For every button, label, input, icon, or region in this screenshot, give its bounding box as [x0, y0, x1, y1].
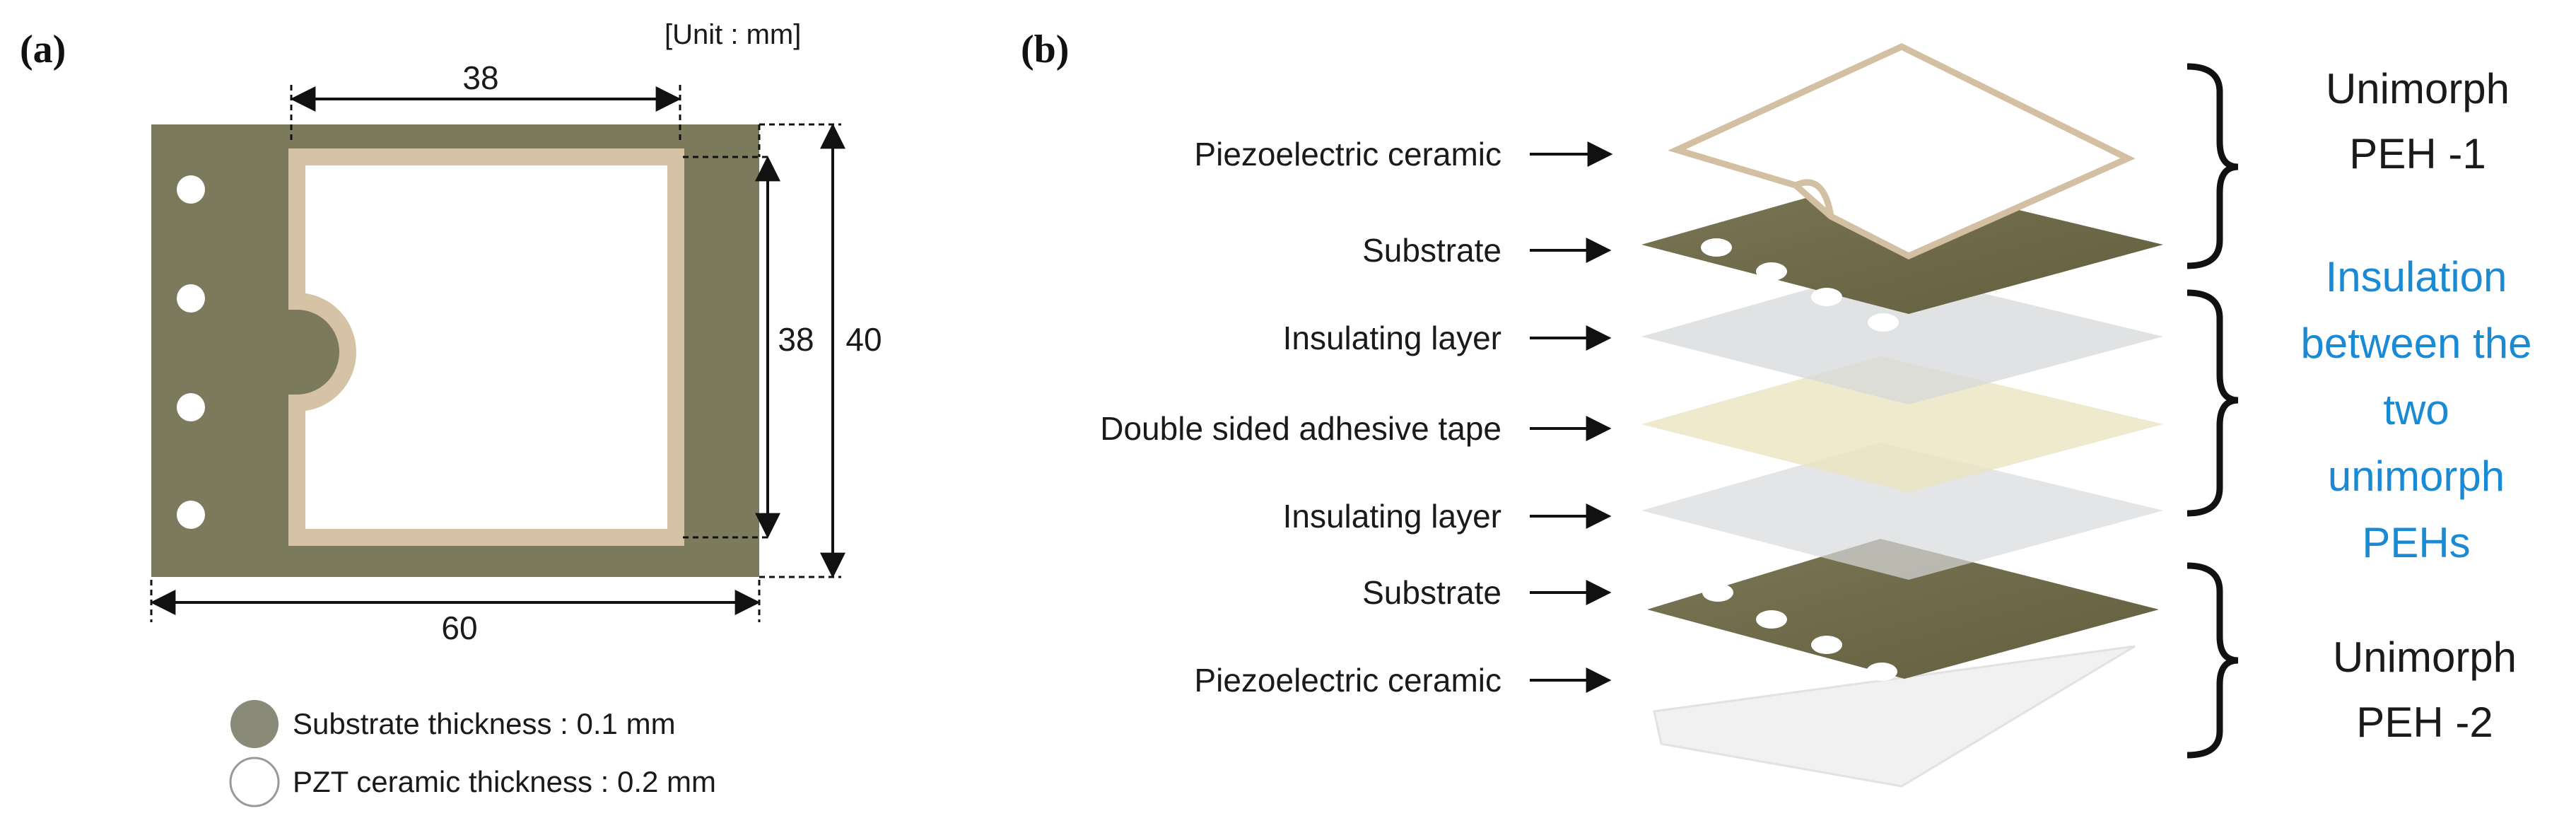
layer-insulating-1 [1641, 269, 2163, 404]
layer-label: Insulating layer [1283, 498, 1501, 535]
group-bottom-line1: Unimorph [2333, 634, 2517, 681]
substrate-hole [1756, 262, 1787, 281]
substrate-hole [1811, 288, 1842, 306]
group-top-line2: PEH -1 [2349, 130, 2486, 177]
mounting-hole [177, 284, 205, 313]
layer-label: Piezoelectric ceramic [1194, 136, 1501, 173]
layer-label: Piezoelectric ceramic [1194, 662, 1501, 699]
layer-label: Substrate [1362, 232, 1501, 269]
legend-swatch-ceramic [229, 757, 280, 807]
group-middle-line2: between the [2301, 320, 2532, 367]
layer-label: Substrate [1362, 574, 1501, 611]
panel-a-label: (a) [20, 28, 66, 71]
dim-label-outer-height: 40 [845, 321, 882, 358]
layer-insulating-2 [1641, 443, 2163, 580]
substrate-hole [1702, 583, 1733, 602]
dim-label-top: 38 [462, 59, 498, 96]
dim-label-inner-height: 38 [778, 321, 814, 358]
layer-adhesive-tape [1641, 356, 2163, 492]
mounting-hole [177, 501, 205, 529]
brace-middle [2186, 289, 2239, 517]
brace-bottom [2186, 562, 2239, 759]
legend-swatch-substrate [230, 700, 279, 748]
group-middle-line4: unimorph [2328, 453, 2505, 500]
panel-b-label: (b) [1021, 28, 1069, 71]
brace-top [2186, 63, 2239, 269]
group-top-line1: Unimorph [2326, 65, 2510, 112]
substrate-hole [1811, 636, 1842, 654]
substrate-hole [1868, 313, 1899, 332]
layer-label: Insulating layer [1283, 320, 1501, 356]
substrate-hole [1701, 238, 1732, 257]
legend-ceramic: PZT ceramic thickness : 0.2 mm [293, 765, 716, 798]
group-bottom-line2: PEH -2 [2356, 699, 2493, 746]
pzt-ceramic [288, 148, 684, 546]
group-middle-line1: Insulation [2326, 253, 2507, 301]
substrate-hole [1756, 610, 1787, 629]
layer-substrate-bottom [1647, 539, 2159, 679]
group-middle-line5: PEHs [2362, 519, 2470, 566]
layer-label: Double sided adhesive tape [1100, 410, 1501, 447]
layer-ceramic-bottom [1653, 645, 2136, 788]
unit-note: [Unit : mm] [665, 19, 801, 50]
ceramic-notch [1794, 179, 1834, 217]
substrate-hole [1866, 663, 1897, 681]
mounting-hole [177, 175, 205, 204]
mounting-hole [177, 393, 205, 421]
group-middle-line3: two [2383, 386, 2449, 433]
dim-label-bottom: 60 [441, 609, 477, 646]
legend-substrate: Substrate thickness : 0.1 mm [293, 707, 676, 740]
